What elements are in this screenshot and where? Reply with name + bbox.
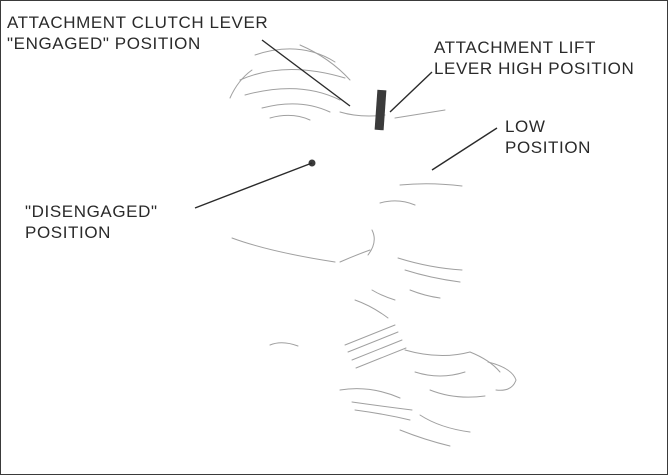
label-low-line1: LOW — [505, 117, 546, 136]
label-clutch-engaged: ATTACHMENT CLUTCH LEVER "ENGAGED" POSITI… — [7, 12, 268, 54]
label-disengaged: "DISENGAGED" POSITION — [25, 201, 158, 243]
label-lift-line2: LEVER HIGH POSITION — [434, 59, 635, 78]
label-clutch-line1: ATTACHMENT CLUTCH LEVER — [7, 13, 269, 32]
leader-line-low — [431, 127, 498, 171]
leader-line-lift-high — [389, 71, 433, 113]
leader-lines — [194, 39, 498, 209]
leader-line-disengaged — [194, 162, 313, 209]
label-low-position: LOW POSITION — [505, 116, 591, 158]
machine-linework — [229, 44, 517, 447]
label-disengaged-line1: "DISENGAGED" — [25, 202, 158, 221]
label-lift-line1: ATTACHMENT LIFT — [434, 38, 596, 57]
lift-lever — [374, 89, 387, 131]
leader-line-engaged — [261, 39, 351, 107]
label-low-line2: POSITION — [505, 138, 592, 157]
label-clutch-line2: "ENGAGED" POSITION — [7, 34, 201, 53]
label-lift-high: ATTACHMENT LIFT LEVER HIGH POSITION — [434, 37, 634, 79]
label-disengaged-line2: POSITION — [25, 223, 112, 242]
